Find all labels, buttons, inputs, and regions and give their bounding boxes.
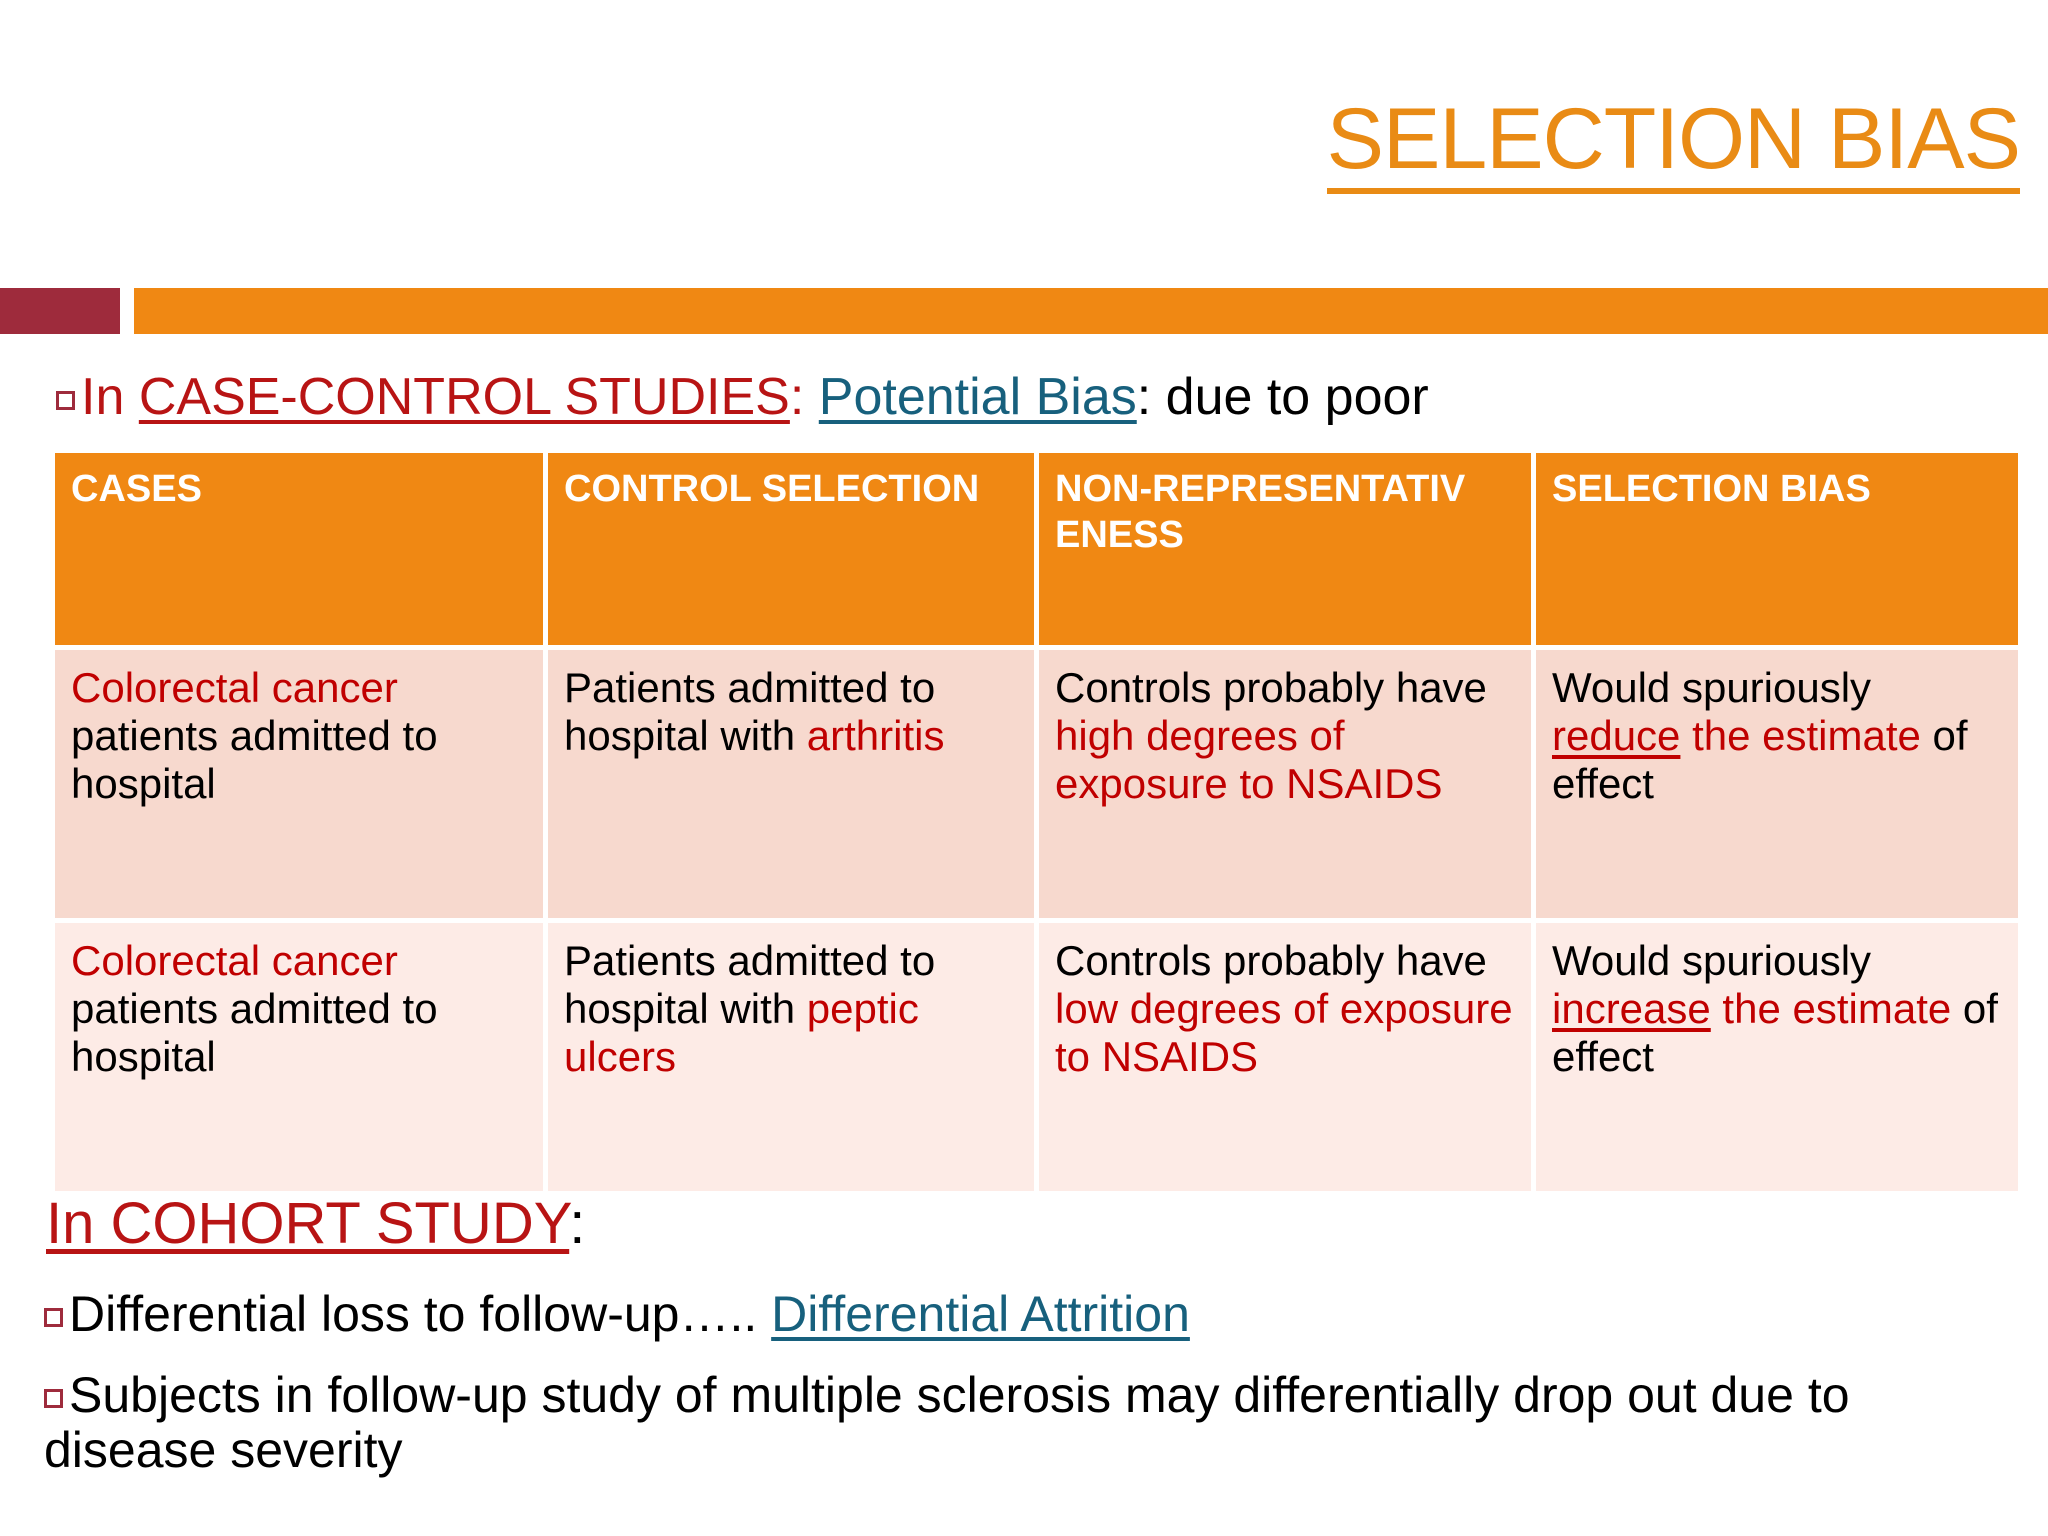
cell-red-mid: the <box>1680 711 1763 759</box>
table-row: Colorectal cancer patients admitted to h… <box>55 923 2018 1191</box>
cell-black-lead: Controls probably have <box>1055 937 1487 984</box>
cell-red-tail: high degrees of exposure to NSAIDS <box>1055 711 1443 807</box>
cell-red-lead: Colorectal cancer <box>71 937 398 984</box>
cell-red-lead: Colorectal cancer <box>71 664 398 711</box>
cell-red-word: estimate <box>1792 984 1952 1032</box>
lead-colon: : <box>789 368 819 426</box>
cell-non-representativeness: Controls probably have low degrees of ex… <box>1039 923 1531 1191</box>
lead-potential-bias: Potential Bias <box>818 368 1137 426</box>
cell-red-underlined-word: increase <box>1552 984 1711 1032</box>
cell-red-word: estimate <box>1762 711 1921 759</box>
cell-cases: Colorectal cancer patients admitted to h… <box>55 650 543 918</box>
cohort-bullet-1-lead: Differential loss to follow-up….. <box>69 1286 772 1342</box>
square-bullet-icon <box>44 1389 63 1408</box>
selection-bias-table: CASES CONTROL SELECTION NON-REPRESENTATI… <box>50 448 2023 1196</box>
lead-bullet-line: In CASE-CONTROL STUDIES: Potential Bias:… <box>56 370 2018 425</box>
cell-black-tail: patients admitted to hospital <box>71 984 438 1080</box>
divider-accent-bar <box>134 288 2048 334</box>
cell-black-tail: of effect <box>1552 984 1998 1080</box>
header-divider <box>0 288 2048 334</box>
cell-non-representativeness: Controls probably have high degrees of e… <box>1039 650 1531 918</box>
cell-black-lead: Would spuriously <box>1552 937 1872 984</box>
cell-control-selection: Patients admitted to hospital with arthr… <box>548 650 1034 918</box>
cohort-bullet-2-text: Subjects in follow-up study of multiple … <box>44 1367 1850 1478</box>
cell-black-lead: Would spuriously <box>1552 664 1872 711</box>
cell-red-tail: peptic ulcers <box>564 984 919 1080</box>
column-header-non-representativeness: NON-REPRESENTATIV ENESS <box>1039 453 1531 645</box>
cell-black-tail: patients admitted to hospital <box>71 711 438 807</box>
table-row: Colorectal cancer patients admitted to h… <box>55 650 2018 918</box>
cohort-study-heading: In COHORT STUDY: <box>46 1195 585 1253</box>
cell-black-lead: Patients admitted to hospital with <box>564 664 936 759</box>
cell-red-tail: low degrees of exposure to NSAIDS <box>1055 984 1513 1080</box>
divider-accent-square <box>0 288 120 334</box>
cell-red-mid: the <box>1710 984 1793 1032</box>
cell-black-lead: Controls probably have <box>1055 664 1487 711</box>
cohort-bullet-1: Differential loss to follow-up….. Differ… <box>44 1288 1190 1341</box>
column-header-selection-bias: SELECTION BIAS <box>1536 453 2018 645</box>
cell-black-lead: Patients admitted to hospital with <box>564 937 936 1032</box>
cohort-heading-colon: : <box>569 1191 586 1256</box>
cohort-bullet-2: Subjects in follow-up study of multiple … <box>44 1368 2028 1478</box>
lead-in-word: In <box>81 368 139 426</box>
cell-selection-bias: Would spuriously reduce the estimate of … <box>1536 650 2018 918</box>
cohort-bullet-1-link: Differential Attrition <box>771 1286 1190 1342</box>
cell-cases: Colorectal cancer patients admitted to h… <box>55 923 543 1191</box>
page-title: SELECTION BIAS <box>1326 96 2021 194</box>
cell-black-tail: of effect <box>1552 711 1968 807</box>
cell-red-tail: arthritis <box>806 711 945 759</box>
cell-selection-bias: Would spuriously increase the estimate o… <box>1536 923 2018 1191</box>
table-header-row: CASES CONTROL SELECTION NON-REPRESENTATI… <box>55 453 2018 645</box>
cell-red-underlined-word: reduce <box>1552 711 1681 759</box>
column-header-control-selection: CONTROL SELECTION <box>548 453 1034 645</box>
square-bullet-icon <box>44 1308 63 1327</box>
lead-study-type: CASE-CONTROL STUDIES <box>138 368 790 426</box>
title-area: SELECTION BIAS <box>700 96 2021 194</box>
lead-tail: : due to poor <box>1136 368 1429 426</box>
square-bullet-icon <box>56 391 75 410</box>
cohort-heading-text: In COHORT STUDY <box>46 1191 570 1256</box>
column-header-cases: CASES <box>55 453 543 645</box>
cell-control-selection: Patients admitted to hospital with pepti… <box>548 923 1034 1191</box>
